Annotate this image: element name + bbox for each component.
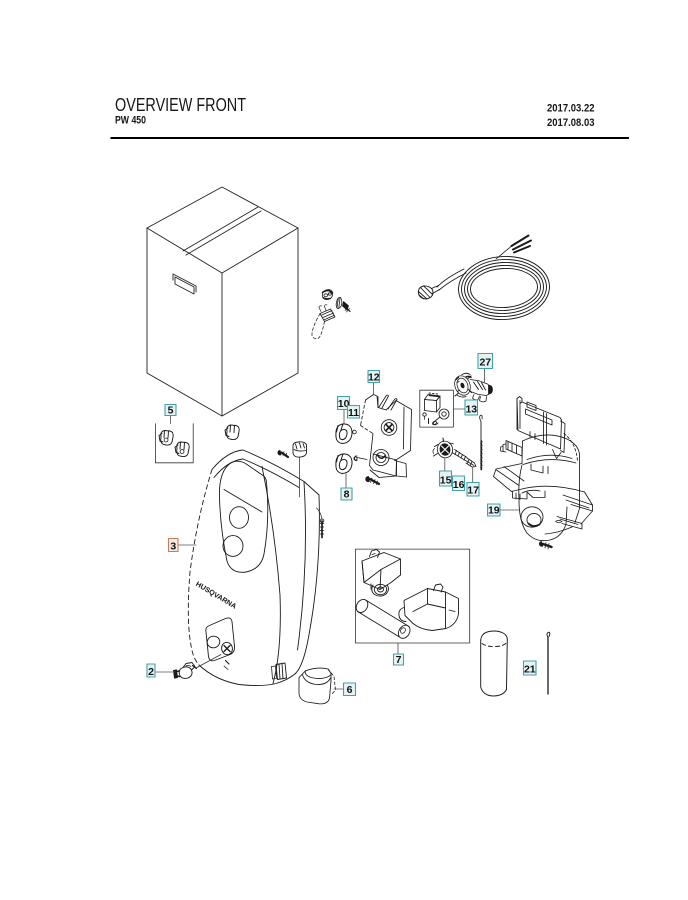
svg-text:2017.03.22: 2017.03.22 (547, 102, 595, 114)
svg-text:7: 7 (396, 654, 402, 666)
svg-text:11: 11 (348, 407, 359, 419)
svg-text:PW 450: PW 450 (115, 115, 146, 127)
svg-text:13: 13 (465, 403, 477, 415)
svg-text:10: 10 (338, 398, 350, 410)
svg-text:5: 5 (168, 405, 174, 417)
svg-text:3: 3 (170, 541, 176, 553)
svg-text:21: 21 (524, 663, 536, 675)
svg-text:17: 17 (467, 485, 479, 497)
svg-text:15: 15 (440, 474, 452, 486)
svg-text:12: 12 (368, 371, 380, 383)
svg-text:2: 2 (148, 666, 154, 678)
svg-text:OVERVIEW FRONT: OVERVIEW FRONT (115, 95, 246, 115)
svg-text:8: 8 (344, 489, 350, 501)
svg-text:2017.08.03: 2017.08.03 (547, 117, 595, 129)
svg-text:16: 16 (453, 479, 465, 491)
svg-text:6: 6 (347, 684, 353, 696)
svg-text:HUSQVARNA: HUSQVARNA (194, 581, 237, 611)
svg-text:19: 19 (488, 505, 500, 517)
svg-text:27: 27 (479, 357, 491, 369)
